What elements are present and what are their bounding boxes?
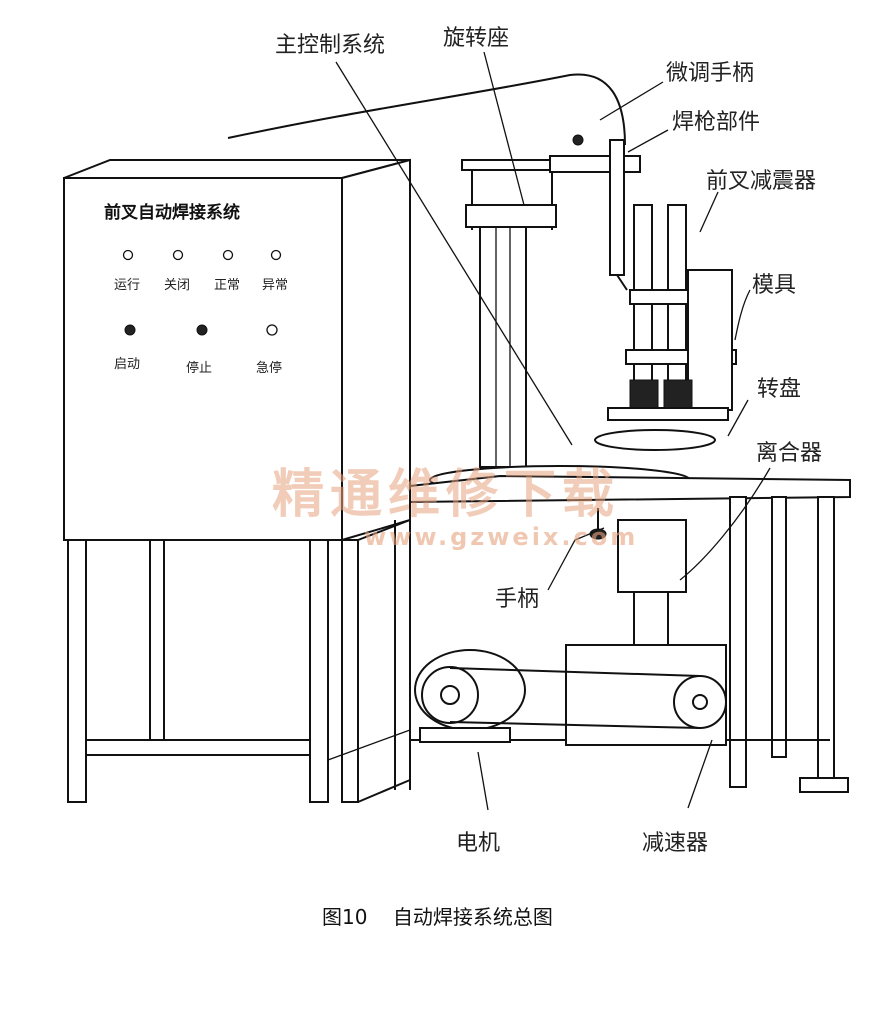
panel-title: 前叉自动焊接系统 [104,202,240,223]
fine-tune-knob-icon [572,134,584,146]
indicator-light-icon [222,249,234,261]
indicator-light-icon [172,249,184,261]
control-buttons: 启动 停止 急停 [114,324,282,376]
label-motor: 电机 [456,831,500,856]
indicator-light-icon [270,249,282,261]
label-front-fork-shock: 前叉减震器 [706,169,816,194]
cabinet-leg [67,539,87,803]
cabinet-leg [149,539,165,741]
watermark-text: 精通维修下载 [272,465,620,525]
cabinet-leg [341,539,359,803]
label-main-control: 主控制系统 [275,33,385,58]
cable [227,73,626,146]
torch-assembly [572,134,628,291]
workbench [409,465,851,793]
indicator-label: 正常 [214,278,240,293]
label-rotary-seat: 旋转座 [443,26,509,51]
turntable [594,429,716,451]
label-handle: 手柄 [495,587,539,612]
indicator-light-icon [122,249,134,261]
label-fine-tune-handle: 微调手柄 [666,61,754,86]
indicator-label: 关闭 [164,278,190,293]
cabinet-leg [309,539,329,803]
table-leg [771,496,787,758]
motor [414,649,526,743]
stop-button-icon [196,324,208,336]
label-torch-part: 焊枪部件 [672,110,760,135]
label-turntable: 转盘 [757,377,801,402]
figure-caption: 图10 自动焊接系统总图 [322,905,553,929]
table-leg [817,496,835,788]
control-label: 急停 [256,360,282,376]
emergency-stop-icon [266,324,278,336]
watermark-url: www.gzweix.com [364,523,638,551]
start-button-icon [124,324,136,336]
clutch [617,519,687,648]
label-reducer: 减速器 [642,831,708,856]
reducer [565,644,727,746]
control-label: 启动 [114,357,140,372]
table-leg [729,496,747,788]
indicator-label: 异常 [262,278,288,293]
indicator-label: 运行 [114,278,140,293]
rotary-seat [461,155,641,468]
indicator-lights: 运行 关闭 正常 异常 [114,249,288,293]
belt [449,667,701,729]
control-label: 停止 [186,360,212,376]
label-mold: 模具 [752,273,796,298]
leader-lines [335,51,771,811]
label-clutch: 离合器 [756,441,822,466]
table-top [409,474,851,504]
control-cabinet [63,73,626,803]
fork-shock-mold [607,204,737,421]
